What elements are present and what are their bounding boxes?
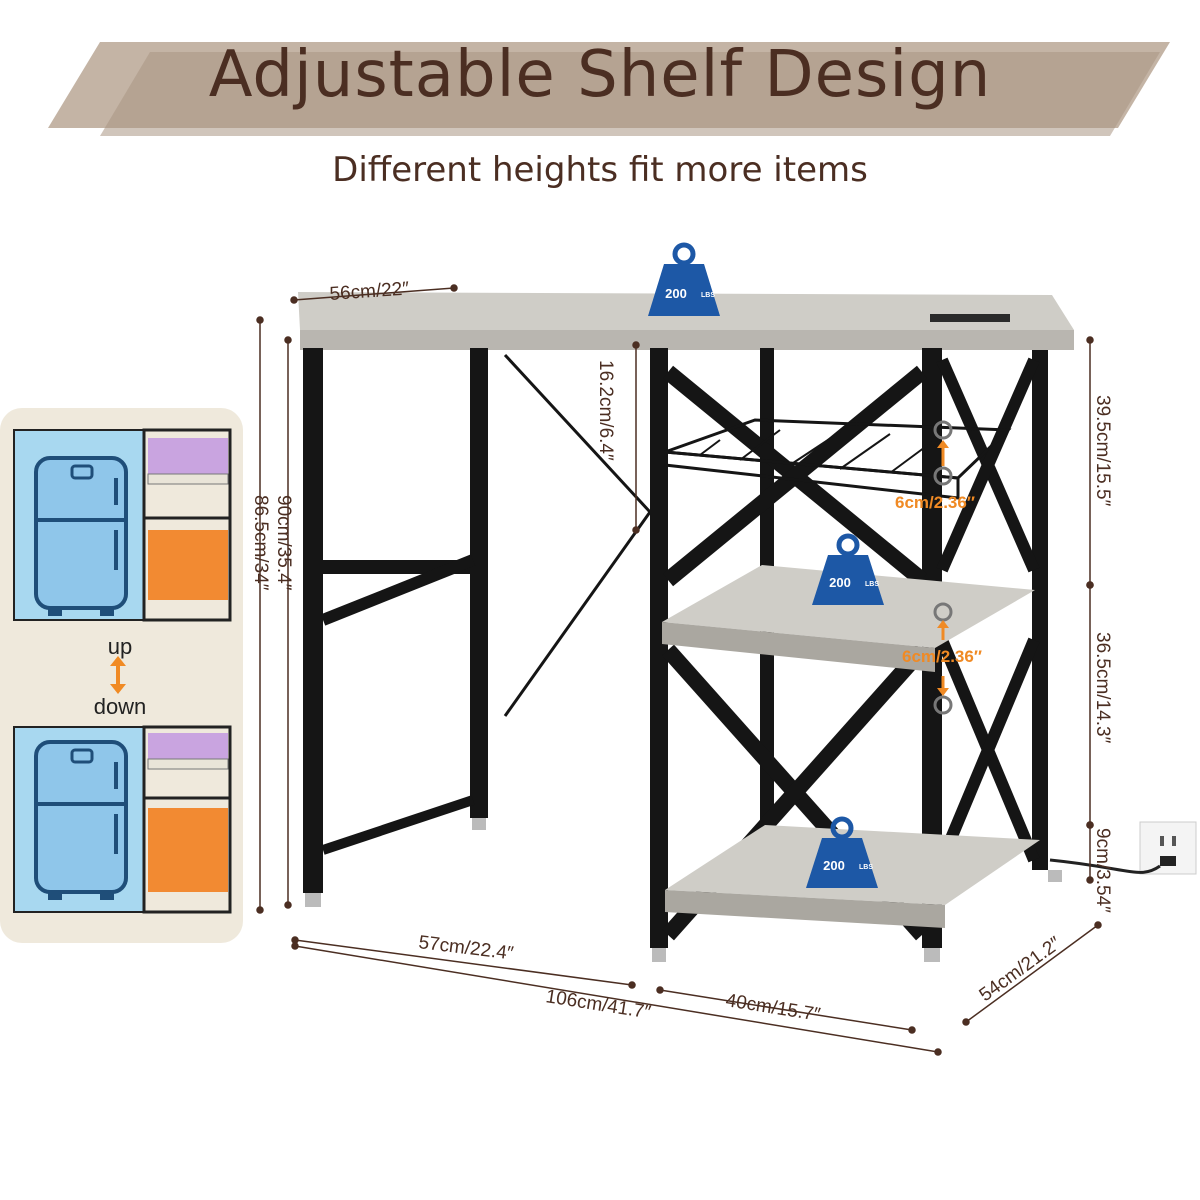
wire-basket bbox=[663, 418, 1012, 500]
fridge-layout-up bbox=[13, 428, 232, 622]
weight-badge-top: 200 LBS bbox=[648, 242, 720, 316]
dim-total-width: 106cm/41.7″ bbox=[544, 986, 652, 1023]
dim-gap-top: 16.2cm/6.4″ bbox=[595, 360, 616, 461]
weight-unit: LBS bbox=[701, 292, 715, 299]
weight-value: 200 bbox=[665, 286, 687, 301]
up-label: up bbox=[107, 634, 133, 659]
dim-adjust-2: 6cm/2.36″ bbox=[902, 647, 982, 666]
weight-badge-bottom: 200 LBS bbox=[806, 816, 878, 888]
weight-badge-middle: 200 LBS bbox=[812, 533, 884, 605]
adjustment-hole-icons bbox=[933, 420, 953, 715]
dimension-lines bbox=[256, 284, 1102, 1056]
banner-shape bbox=[48, 42, 1170, 136]
dim-height-total: 90cm/35.4″ bbox=[273, 495, 294, 591]
weight-unit: LBS bbox=[865, 581, 879, 588]
desk-drawing bbox=[298, 292, 1074, 962]
dim-tier-top: 39.5cm/15.5″ bbox=[1092, 395, 1113, 507]
up-down-arrow-icon bbox=[110, 656, 126, 694]
dim-right-width: 40cm/15.7″ bbox=[724, 990, 822, 1026]
fridge-layout-down bbox=[13, 725, 232, 914]
power-outlet-icon bbox=[1049, 821, 1197, 875]
page-title: Adjustable Shelf Design bbox=[208, 38, 992, 112]
usage-illustration-panel bbox=[0, 408, 243, 943]
dim-adjust-1: 6cm/2.36″ bbox=[895, 493, 975, 512]
weight-value: 200 bbox=[823, 858, 845, 873]
down-label: down bbox=[93, 694, 147, 719]
weight-value: 200 bbox=[829, 575, 851, 590]
dim-tier-mid: 36.5cm/14.3″ bbox=[1092, 632, 1113, 744]
page-subtitle: Different heights fit more items bbox=[332, 150, 868, 190]
title-banner bbox=[0, 0, 1200, 150]
dim-left-width: 57cm/22.4″ bbox=[417, 932, 515, 965]
dim-tier-bottom: 9cm/3.54″ bbox=[1092, 828, 1113, 913]
dim-side-depth: 54cm/21.2″ bbox=[976, 933, 1066, 1006]
weight-unit: LBS bbox=[859, 864, 873, 871]
dim-height-inner: 86.5cm/34″ bbox=[250, 495, 271, 591]
